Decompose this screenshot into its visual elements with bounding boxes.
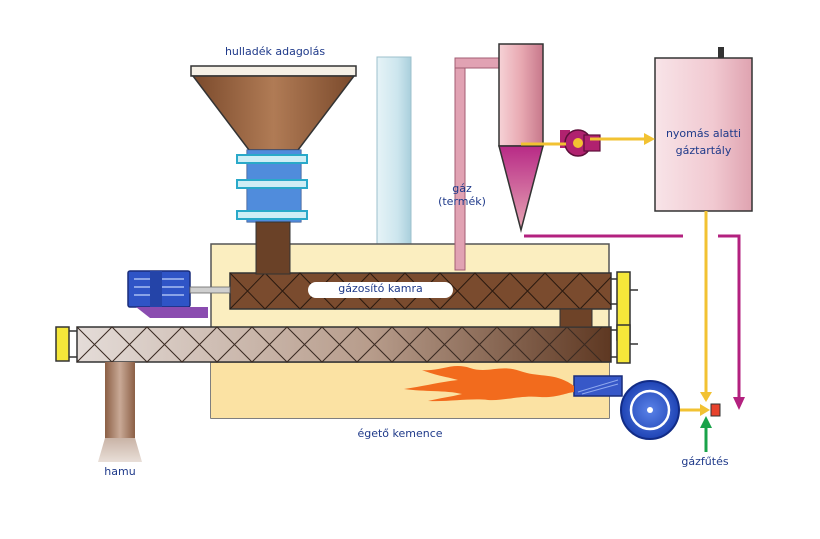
drive-motor [127,270,231,318]
transfer-tube [559,308,593,328]
label-gas-line2: (termék) [438,195,486,208]
lower-screw-conveyor [76,326,618,363]
chimney [376,56,412,248]
ash-outlet [98,438,142,462]
label-tank-line1: nyomás alatti [665,127,742,140]
label-gas-heating: gázfűtés [681,455,729,468]
burner-flame [404,366,574,402]
label-feed: hulladék adagolás [224,45,326,58]
feed-hopper [190,65,357,275]
compressor-fan [560,129,601,157]
label-ash: hamu [104,465,136,478]
label-furnace: égető kemence [357,427,443,440]
cyclone-separator [498,43,544,233]
label-tank-line2: gáztartály [675,144,732,157]
end-cap-lower [616,324,631,364]
end-cap-left [55,326,70,362]
label-chamber: gázosító kamra [308,282,453,298]
pressurized-gas-tank [654,47,753,212]
label-gas-line1: gáz [452,182,472,195]
gas-product-pipe [454,57,506,271]
ash-discharge-leg [105,362,135,438]
burner-valve [710,403,721,417]
